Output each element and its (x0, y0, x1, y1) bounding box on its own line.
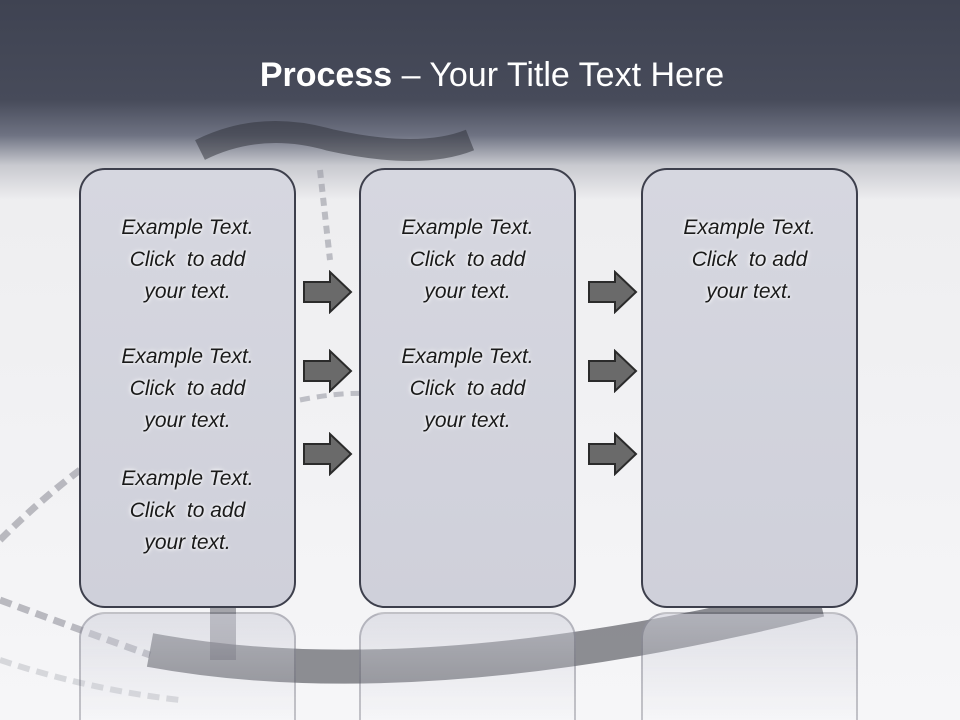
process-box-1-reflection (79, 612, 296, 720)
example-text-1-2[interactable]: Example Text. Click to add your text. (121, 345, 254, 432)
example-text-1-3[interactable]: Example Text. Click to add your text. (121, 467, 254, 554)
title-bold: Process (259, 56, 393, 94)
process-box-3[interactable]: Example Text. Click to add your text. (641, 168, 858, 608)
example-text-3-1[interactable]: Example Text. Click to add your text. (683, 216, 816, 303)
arrow-right-icon (303, 270, 353, 314)
process-box-3-reflection (641, 612, 858, 720)
example-text-1-1[interactable]: Example Text. Click to add your text. (121, 216, 254, 303)
example-text-2-2[interactable]: Example Text. Click to add your text. (401, 345, 534, 432)
example-text-2-1[interactable]: Example Text. Click to add your text. (401, 216, 534, 303)
title-rest: – Your Title Text Here (392, 56, 725, 94)
process-box-1[interactable]: Example Text. Click to add your text. Ex… (79, 168, 296, 608)
arrow-right-icon (588, 349, 638, 393)
arrow-right-icon (303, 432, 353, 476)
process-box-2[interactable]: Example Text. Click to add your text. Ex… (359, 168, 576, 608)
slide-title: Process – Your Title Text Here (0, 52, 960, 98)
arrow-right-icon (588, 270, 638, 314)
arrow-right-icon (588, 432, 638, 476)
arrow-right-icon (303, 349, 353, 393)
process-box-2-reflection (359, 612, 576, 720)
